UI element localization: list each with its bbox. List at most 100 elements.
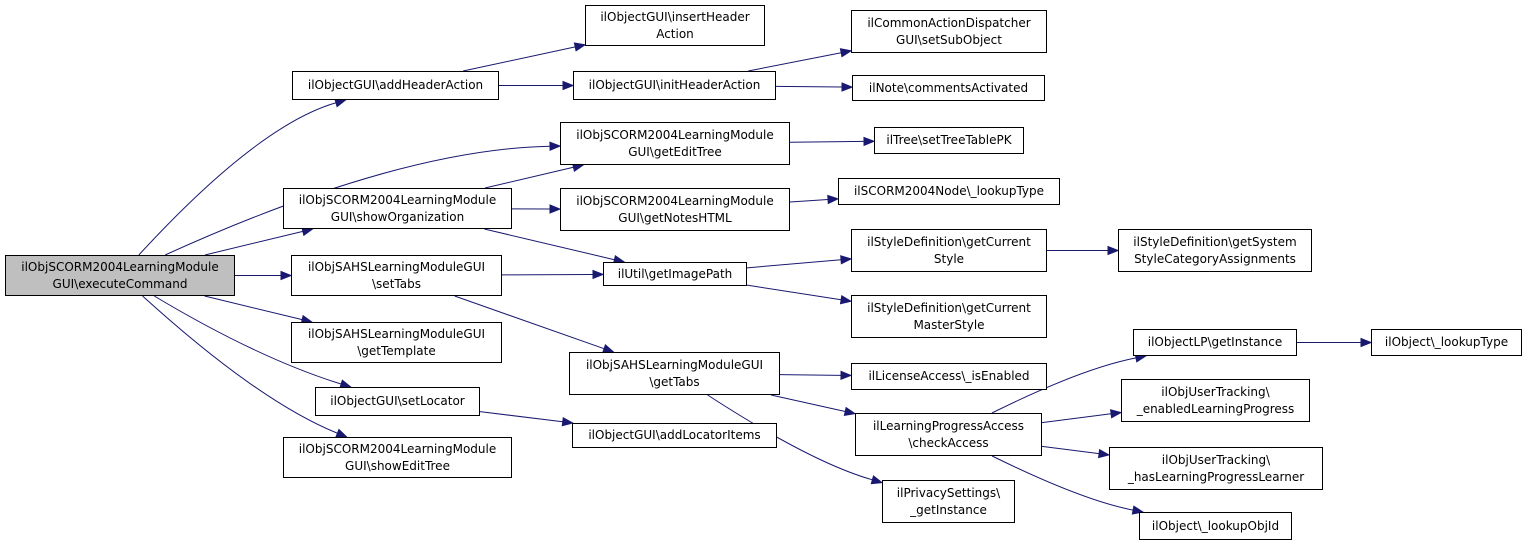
arrowhead (334, 98, 347, 108)
edge-showOrganization-to-getImagePath (484, 228, 626, 265)
node-label: ilUtil\getImagePath (617, 266, 733, 281)
node-settabs[interactable]: ilObjSAHSLearningModuleGUI \setTabs (291, 255, 502, 296)
edge-line (154, 295, 342, 385)
edge-initHeaderAction-to-setSubObject (748, 48, 853, 72)
node-settreetablepk[interactable]: ilTree\setTreeTablePK (874, 127, 1024, 154)
node-setsubobject[interactable]: ilCommonActionDispatcher GUI\setSubObjec… (851, 10, 1047, 53)
node-label: ilPrivacySettings\ (896, 485, 1001, 500)
node-object-lookupobjid[interactable]: ilObject\_lookupObjId (1139, 512, 1292, 540)
arrowhead (280, 270, 293, 281)
node-haslearningprogresslearner[interactable]: ilObjUserTracking\ _hasLearningProgressL… (1109, 447, 1323, 490)
edge-getCurrentStyle-to-getSystemStyle (1046, 245, 1120, 256)
edge-line (462, 46, 576, 72)
edge-getTabs-to-checkAccess (770, 394, 857, 417)
arrowhead (549, 204, 562, 214)
node-label: \checkAccess (908, 435, 989, 450)
node-getcurrentmasterstyle[interactable]: ilStyleDefinition\getCurrent MasterStyle (851, 295, 1047, 338)
node-label: StyleCategoryAssignments (1134, 251, 1296, 266)
node-setlocator[interactable]: ilObjectGUI\setLocator (315, 387, 480, 416)
edge-line (991, 357, 1137, 414)
edge-line (484, 228, 615, 261)
node-checkaccess[interactable]: ilLearningProgressAccess \checkAccess (855, 413, 1042, 456)
arrowhead (839, 48, 853, 58)
edge-line (789, 140, 865, 143)
edge-lpGetInstance-to-objLookupType (1296, 337, 1373, 348)
node-showorganization[interactable]: ilObjSCORM2004LearningModule GUI\showOrg… (283, 188, 512, 229)
edge-root-to-showEditTree (142, 295, 348, 438)
arrowhead (870, 475, 884, 485)
node-addheaderaction[interactable]: ilObjectGUI\addHeaderAction (292, 71, 499, 100)
edge-line (204, 295, 303, 321)
node-label: ilSCORM2004Node\_lookupType (853, 184, 1045, 198)
edge-line (164, 145, 551, 256)
edge-setLocator-to-addLocatorItems (479, 411, 574, 427)
node-label: ilObjSAHSLearningModuleGUI (307, 259, 486, 274)
arrowhead (839, 295, 853, 305)
arrowhead (561, 417, 574, 427)
node-label: ilStyleDefinition\getCurrent (867, 234, 1031, 249)
arrowhead (562, 80, 575, 91)
node-label: \getTabs (649, 374, 700, 389)
node-label: ilObjUserTracking\ (1161, 384, 1270, 399)
node-gettemplate[interactable]: ilObjSAHSLearningModuleGUI \getTemplate (291, 322, 502, 363)
arrowhead (841, 82, 854, 92)
edge-line (775, 85, 843, 88)
node-addlocatoritems[interactable]: ilObjectGUI\addLocatorItems (572, 423, 777, 448)
edge-root-to-getEditTree (164, 141, 562, 256)
edge-getEditTree-to-setTreeTablePK (789, 136, 876, 147)
node-label: _enabledLearningProgress (1136, 401, 1295, 416)
edge-line (746, 284, 842, 301)
arrowhead (840, 370, 853, 381)
arrowhead (549, 141, 562, 151)
node-commentsactivated[interactable]: ilNote\commentsActivated (852, 75, 1045, 101)
edge-line (484, 166, 574, 189)
node-getnoteshtml[interactable]: ilObjSCORM2004LearningModule GUI\getNote… (560, 188, 790, 231)
node-getedittree[interactable]: ilObjSCORM2004LearningModule GUI\getEdit… (560, 122, 790, 165)
edge-root-to-setTabs (235, 270, 293, 281)
node-getsystemstylecategoryassignments[interactable]: ilStyleDefinition\getSystem StyleCategor… (1118, 229, 1312, 272)
node-label: GUI\showEditTree (345, 458, 450, 473)
arrowhead (1109, 409, 1123, 419)
node-objectlp-getinstance[interactable]: ilObjectLP\getInstance (1133, 329, 1297, 356)
node-label: GUI\getEditTree (628, 144, 722, 159)
arrowhead (863, 136, 876, 147)
node-getcurrentstyle[interactable]: ilStyleDefinition\getCurrent Style (851, 229, 1047, 272)
node-label: _getInstance (910, 502, 987, 517)
node-gettabs[interactable]: ilObjSAHSLearningModuleGUI \getTabs (569, 352, 780, 395)
node-initheaderaction[interactable]: ilObjectGUI\initHeaderAction (573, 71, 776, 100)
edge-root-to-addHeaderAction (138, 98, 347, 256)
node-label: ilLearningProgressAccess (872, 418, 1025, 433)
arrowhead (1097, 448, 1111, 459)
edge-setTabs-to-getImagePath (501, 269, 605, 280)
edge-showOrganization-to-getNotesHTML (511, 204, 562, 214)
edge-checkAccess-to-enabledLP (1041, 409, 1123, 424)
node-getimagepath[interactable]: ilUtil\getImagePath (603, 262, 747, 286)
node-label: ilObjectGUI\addHeaderAction (307, 78, 484, 92)
node-label: ilObjectGUI\addLocatorItems (588, 428, 761, 442)
node-insertheaderaction[interactable]: ilObjectGUI\insertHeader Action (585, 5, 765, 46)
edge-getImagePath-to-getCurrentStyle (746, 255, 853, 269)
edge-root-to-showOrganization (204, 226, 314, 256)
node-executecommand: ilObjSCORM2004LearningModule GUI\execute… (5, 255, 235, 296)
node-label: GUI\showOrganization (330, 209, 465, 224)
edge-line (1041, 413, 1112, 424)
arrowhead (827, 194, 840, 205)
edge-addHeaderAction-to-initHeaderAction (498, 80, 575, 91)
node-label: ilObjSCORM2004LearningModule (21, 259, 219, 274)
arrowhead (1107, 245, 1120, 256)
edge-line (748, 52, 842, 72)
edge-line (479, 411, 563, 423)
node-object-lookuptype[interactable]: ilObject\_lookupType (1371, 329, 1522, 356)
node-licenseaccess-isenabled[interactable]: ilLicenseAccess\_isEnabled (851, 363, 1047, 390)
node-showedittree[interactable]: ilObjSCORM2004LearningModule GUI\showEdi… (283, 437, 512, 478)
node-scorm2004node-lookuptype[interactable]: ilSCORM2004Node\_lookupType (838, 178, 1060, 205)
node-privacysettings-getinstance[interactable]: ilPrivacySettings\ _getInstance (882, 480, 1015, 523)
edge-line (779, 374, 842, 376)
node-label: ilStyleDefinition\getSystem (1133, 234, 1297, 249)
node-enabledlearningprogress[interactable]: ilObjUserTracking\ _enabledLearningProgr… (1121, 379, 1310, 422)
node-label: ilObjUserTracking\ (1161, 452, 1271, 467)
node-label: ilObjSAHSLearningModuleGUI (307, 326, 486, 341)
node-label: ilCommonActionDispatcher (867, 15, 1031, 30)
edge-getNotesHTML-to-lookupTypeNode (789, 194, 840, 205)
